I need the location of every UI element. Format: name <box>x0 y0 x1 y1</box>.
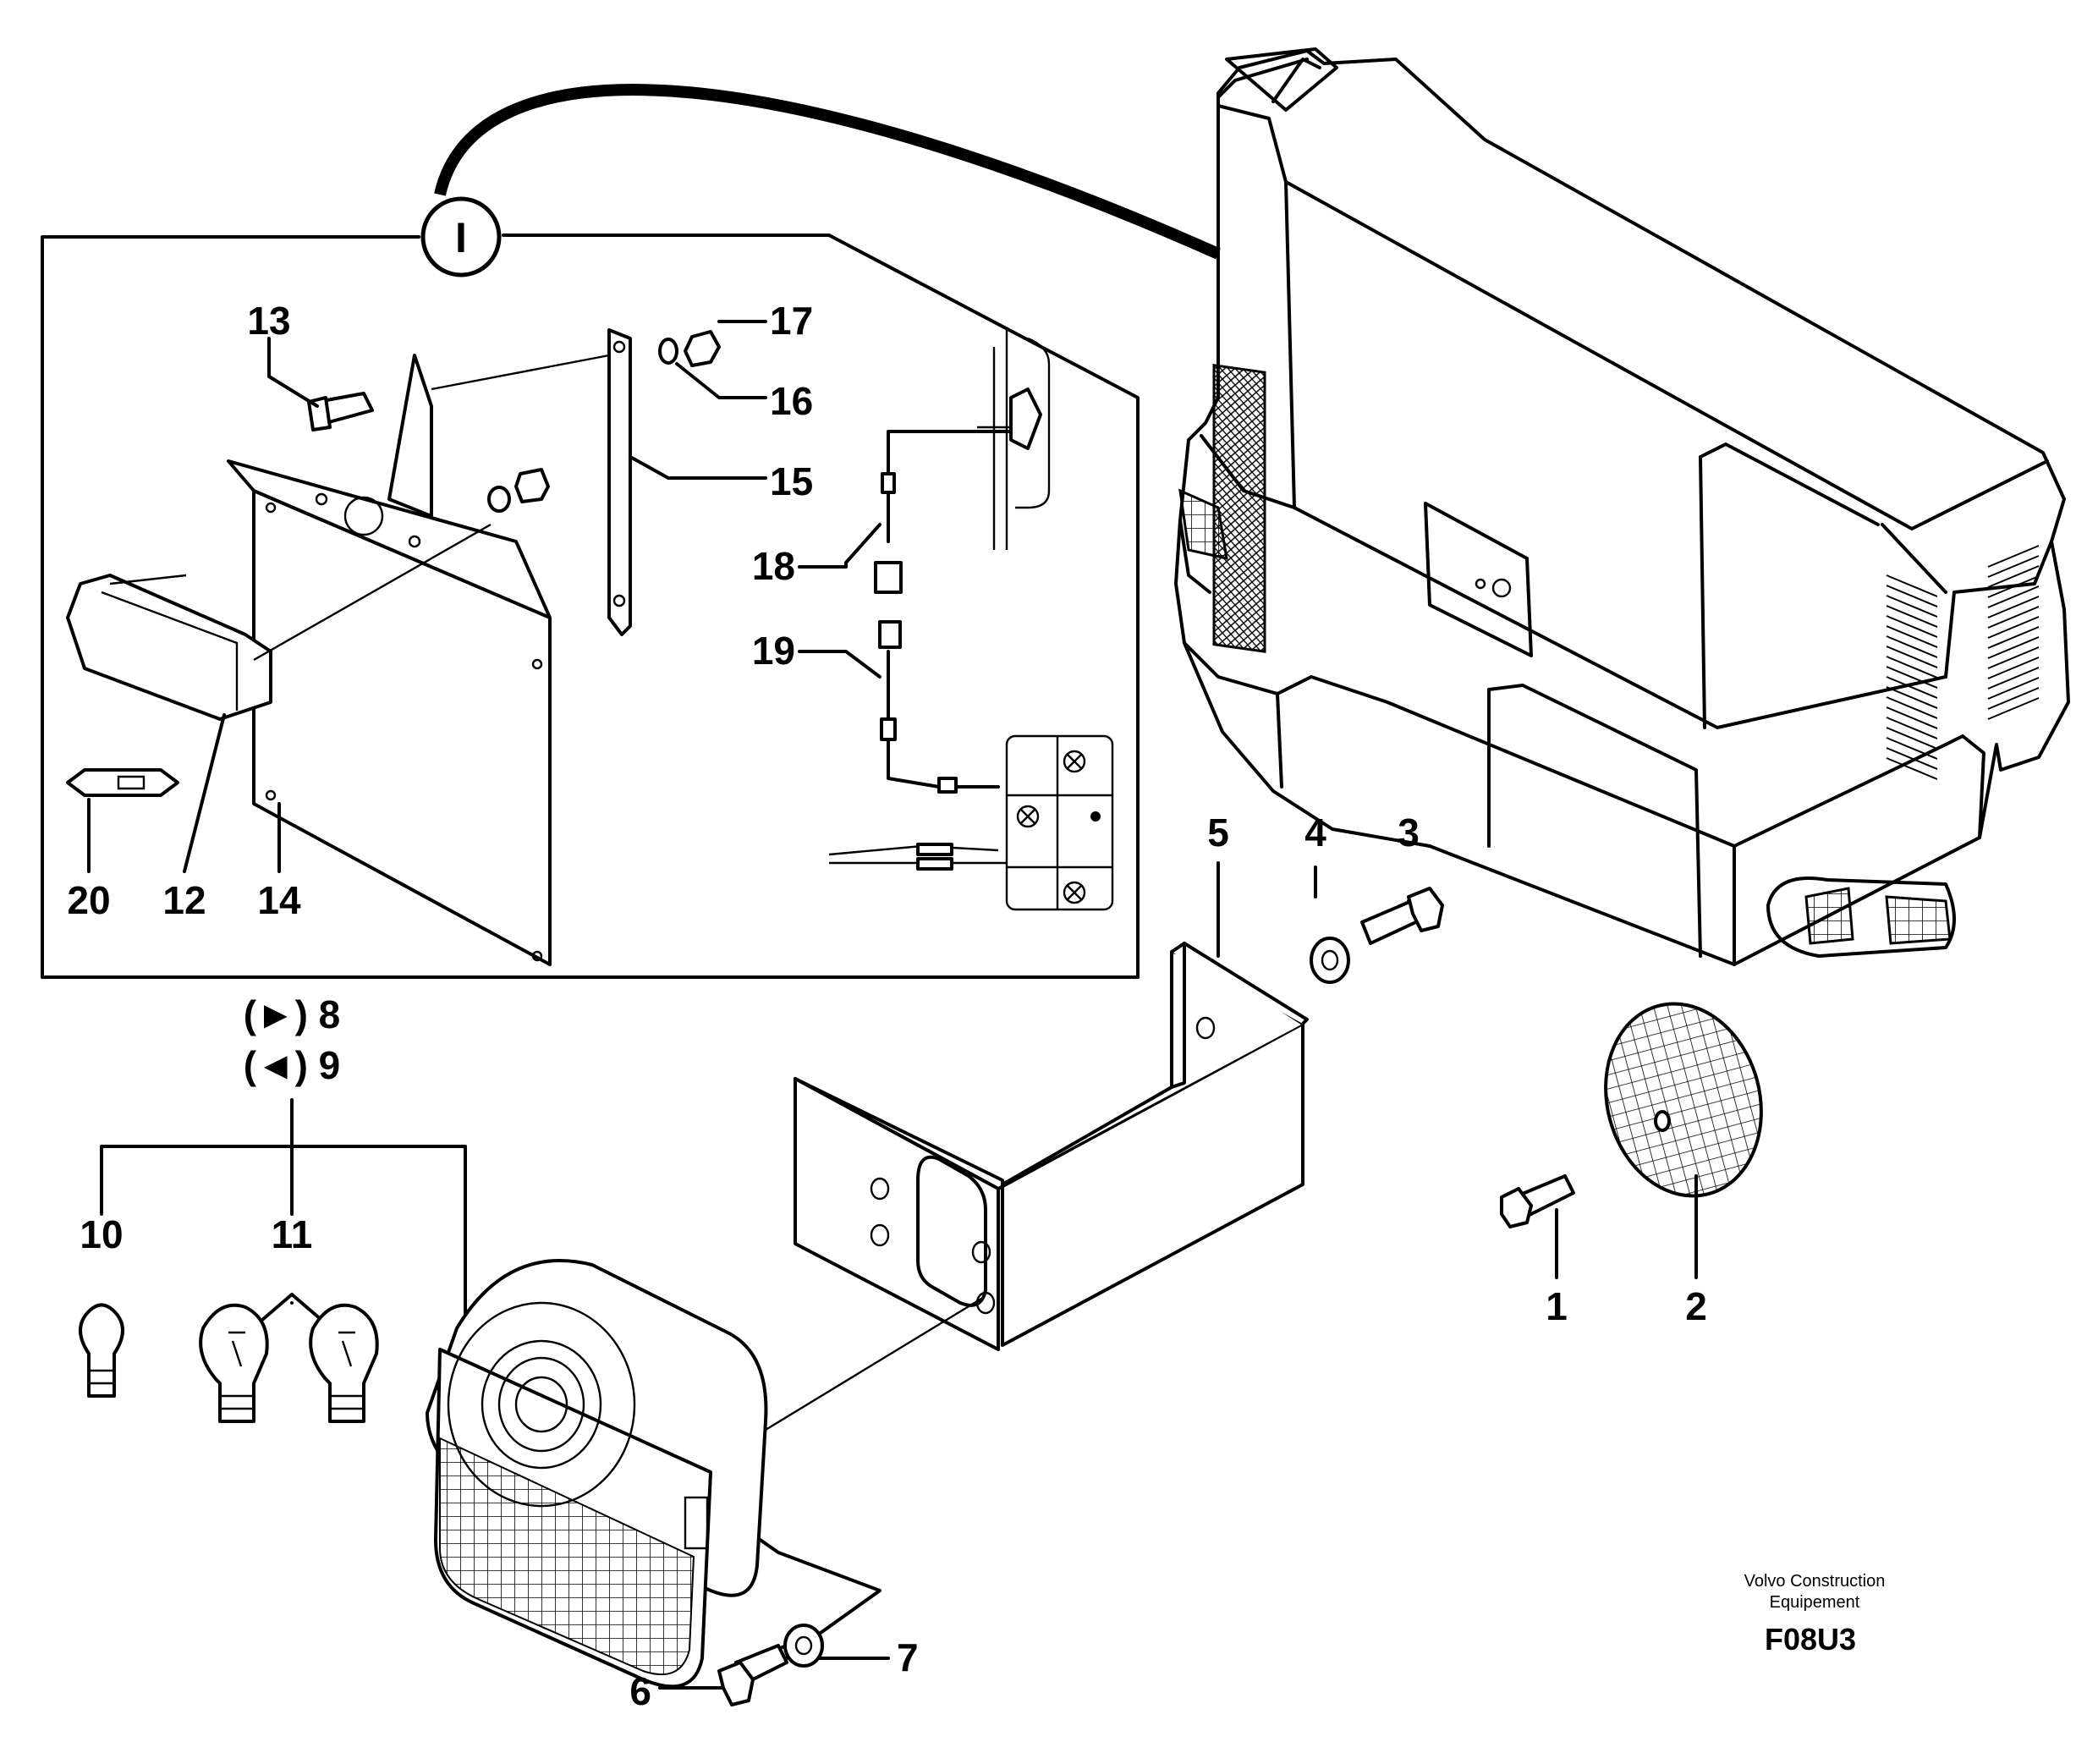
callout-12: 12 <box>162 878 206 922</box>
callout-19: 19 <box>752 629 795 673</box>
callout-16: 16 <box>770 379 813 423</box>
callout-13: 13 <box>247 299 290 343</box>
callout-15: 15 <box>770 459 813 503</box>
lamp-washer <box>783 1624 824 1668</box>
detail-marker: I <box>455 214 467 261</box>
callout-10: 10 <box>80 1212 123 1256</box>
callout-labels: 13 17 16 15 18 19 20 12 14 5 4 3 (►) 8 (… <box>67 299 1706 1713</box>
callout-4: 4 <box>1304 811 1326 855</box>
callout-14: 14 <box>257 878 301 922</box>
callout-8: (►) 8 <box>244 992 341 1036</box>
reflector <box>1604 1002 1763 1198</box>
callout-11: 11 <box>272 1212 313 1256</box>
callout-7: 7 <box>897 1635 919 1679</box>
callout-17: 17 <box>770 299 813 343</box>
maker-line-2: Equipement <box>1770 1593 1860 1612</box>
detail-frame: I <box>41 196 1140 979</box>
mounting-bracket <box>794 942 1309 1351</box>
callout-20: 20 <box>67 878 110 922</box>
detail-marker-circle <box>420 196 502 278</box>
drawing-code: F08U3 <box>1765 1622 1856 1657</box>
callout-6: 6 <box>629 1669 651 1713</box>
washer <box>1310 937 1350 984</box>
callout-3: 3 <box>1398 811 1420 855</box>
bulbs <box>79 1303 379 1423</box>
callout-9: (◄) 9 <box>244 1043 341 1087</box>
machine-rear <box>434 47 2070 966</box>
callout-1: 1 <box>1546 1284 1568 1328</box>
callout-5: 5 <box>1207 811 1229 855</box>
callout-2: 2 <box>1685 1284 1707 1328</box>
license-lamp <box>66 574 272 721</box>
bracket-strip <box>607 328 632 636</box>
callout-18: 18 <box>752 544 795 588</box>
maker-line-1: Volvo Construction <box>1744 1572 1886 1591</box>
tail-lamp <box>426 1259 982 1689</box>
